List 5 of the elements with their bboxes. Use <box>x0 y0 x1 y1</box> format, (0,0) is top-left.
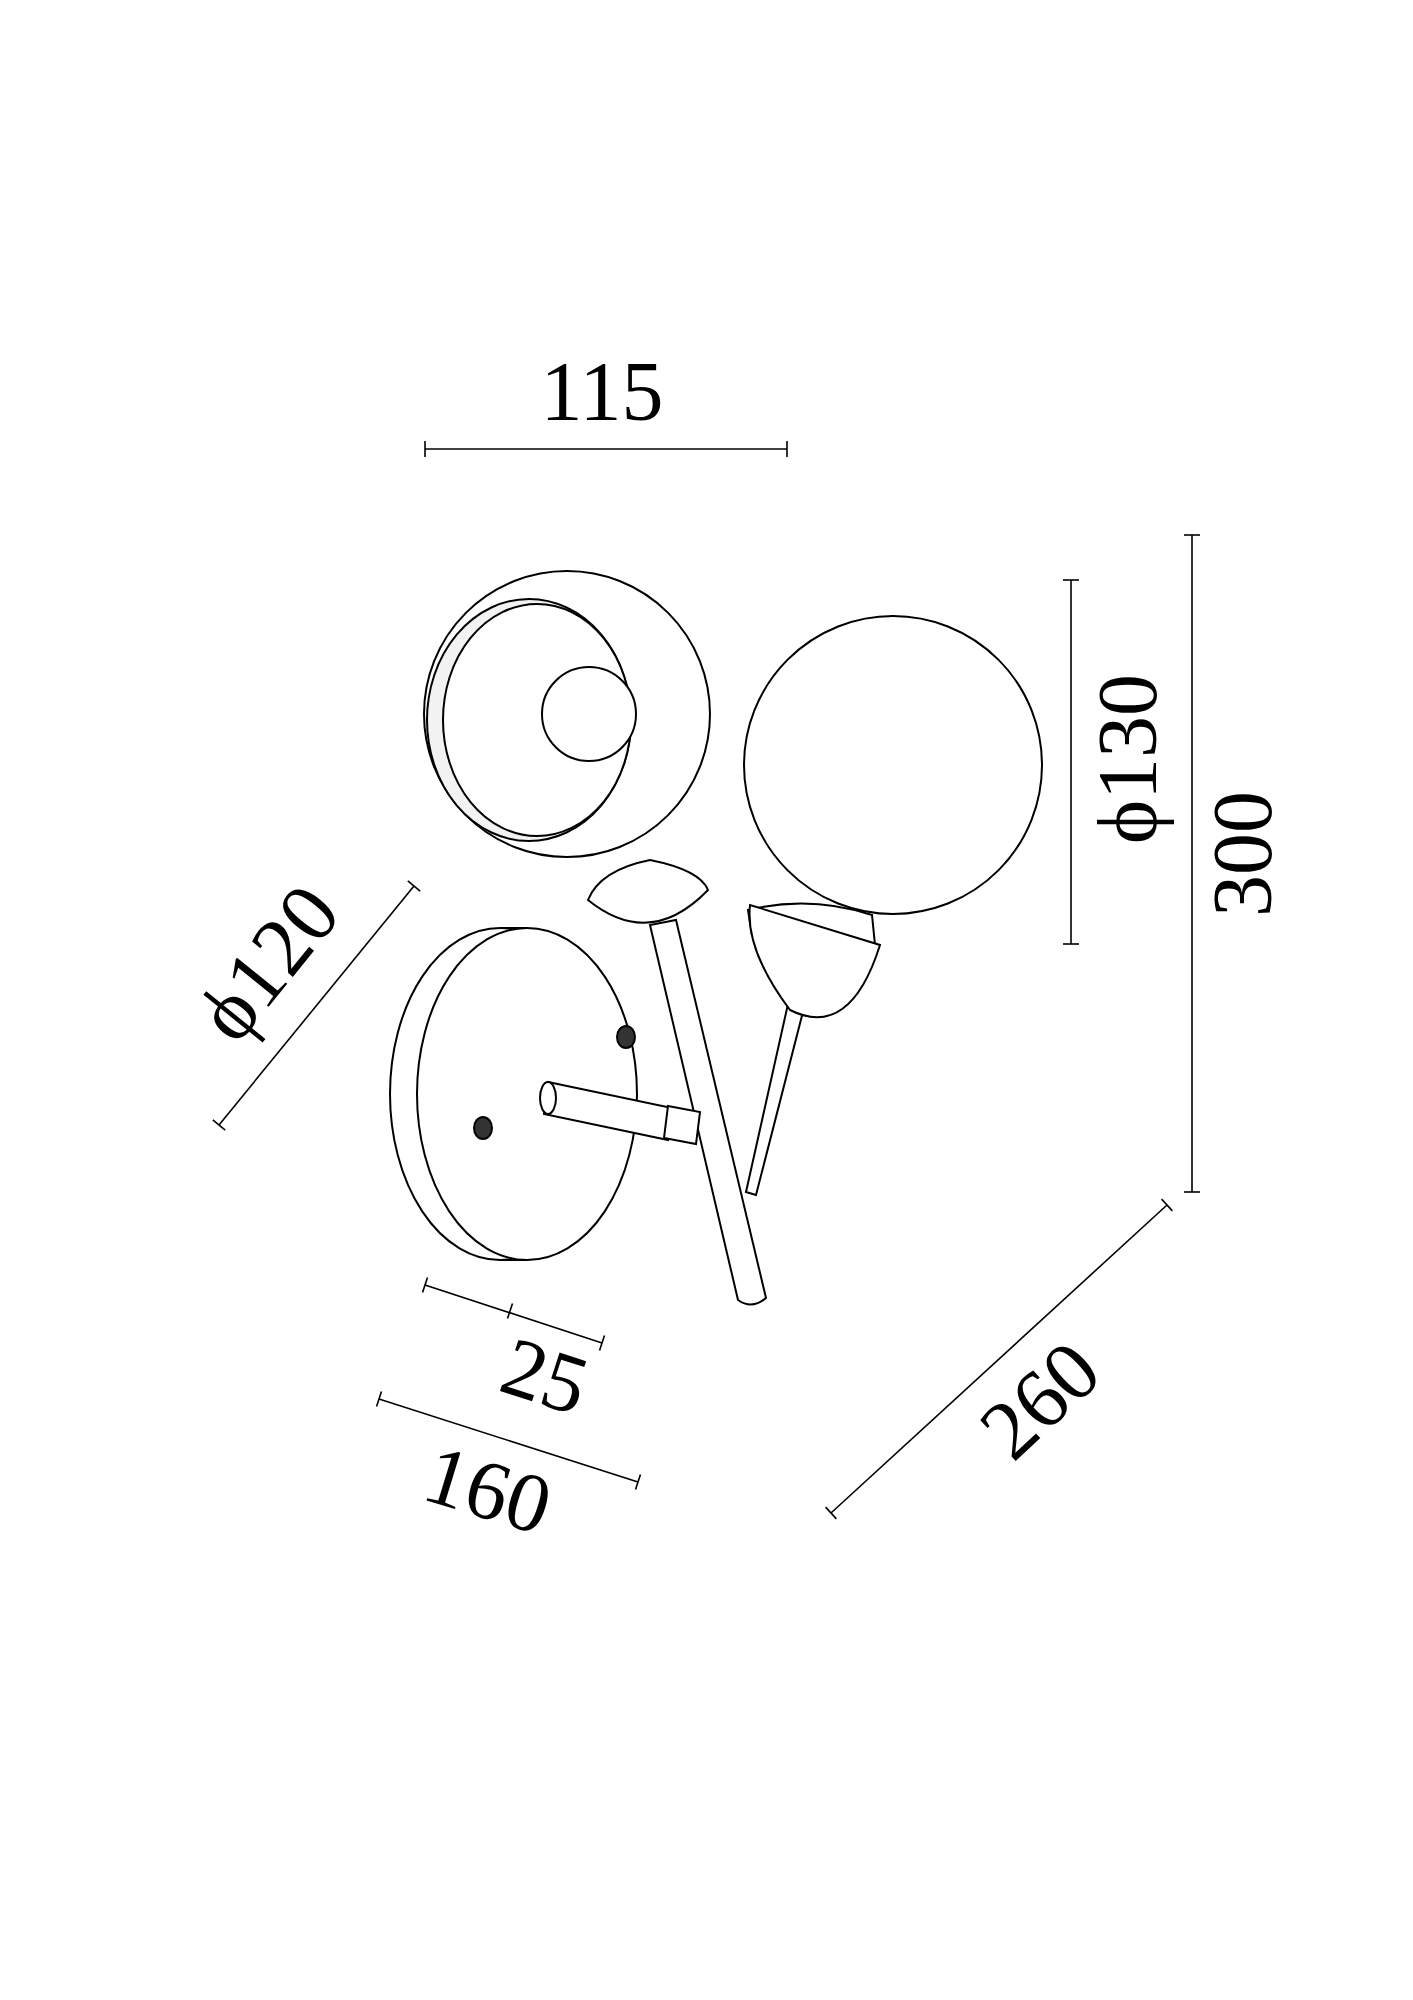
dimension-label: 300 <box>1201 791 1285 917</box>
dimension-label: 160 <box>415 1431 561 1549</box>
dimension-label: 25 <box>492 1323 598 1429</box>
dimension-label: 260 <box>965 1326 1115 1474</box>
dimension-label: 115 <box>540 350 664 434</box>
